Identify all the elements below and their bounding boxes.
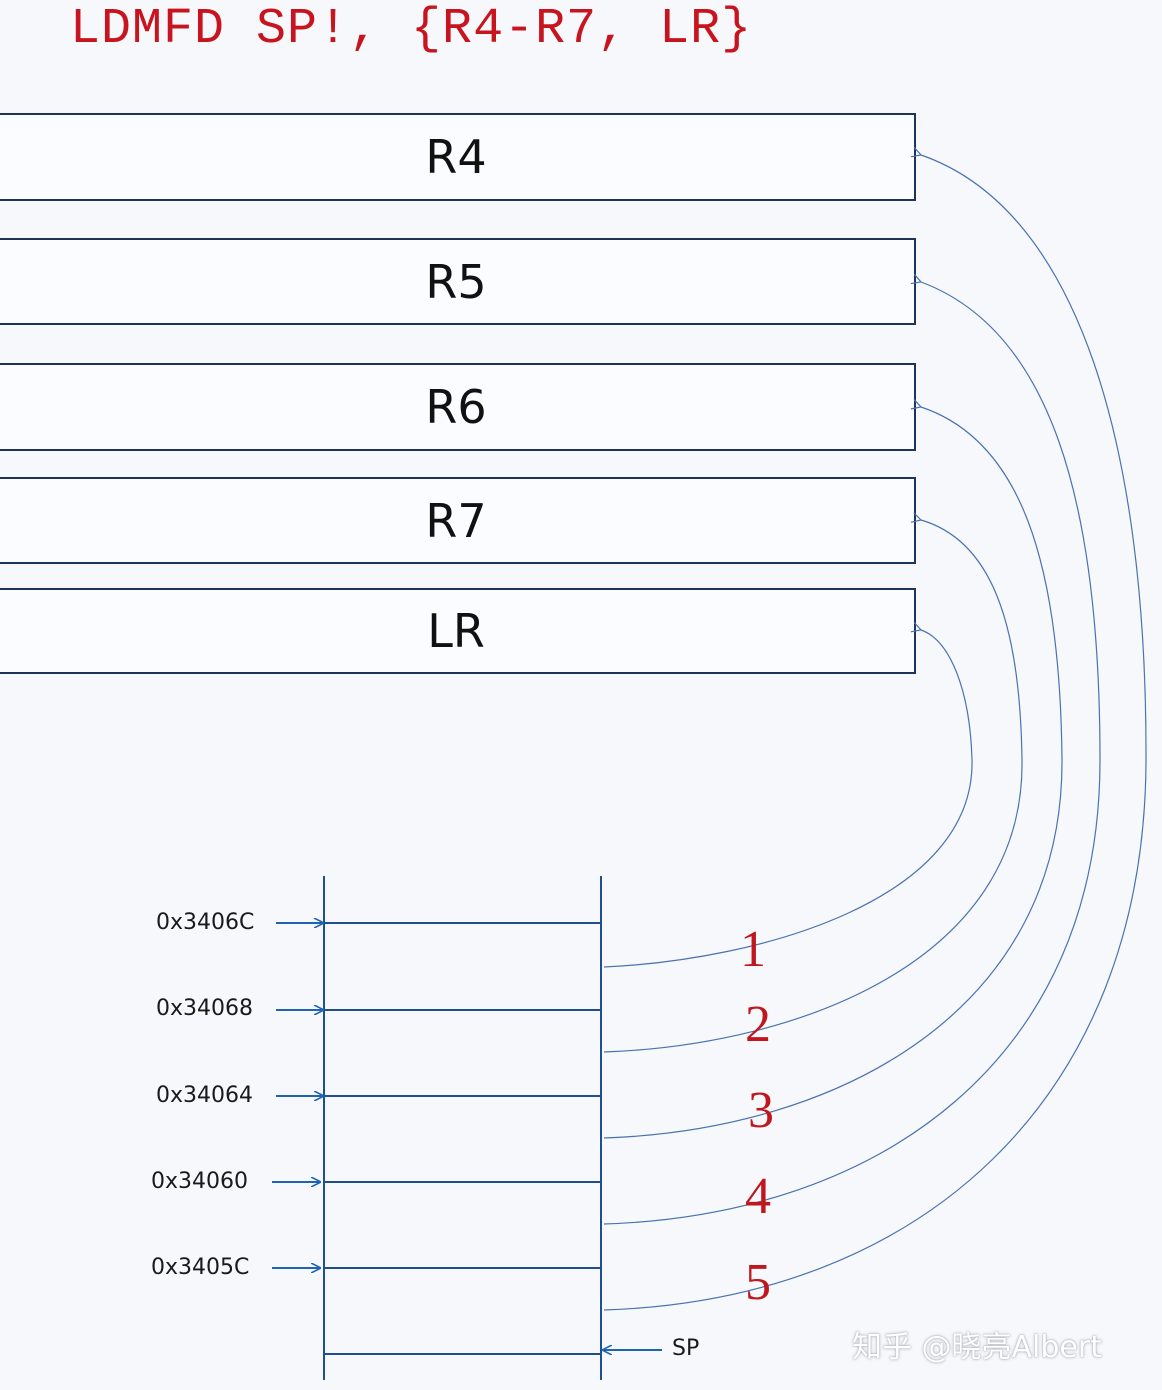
register-label: R7 — [425, 493, 487, 548]
pop-order-number: 1 — [740, 921, 766, 978]
pop-curve-r4 — [603, 155, 1147, 1311]
pop-curve-r5 — [603, 282, 1101, 1225]
register-label: LR — [427, 604, 485, 658]
pop-curve-lr — [603, 630, 973, 968]
register-box-r7: R7 — [0, 477, 916, 564]
register-label: R5 — [425, 254, 487, 309]
register-label: R4 — [425, 130, 487, 184]
pop-order-number: 4 — [745, 1168, 771, 1225]
watermark: 知乎 @晓亮Albert — [852, 1330, 1102, 1365]
sp-label: SP — [672, 1336, 700, 1361]
register-box-lr: LR — [0, 588, 916, 674]
instruction-title: LDMFD SP!, {R4-R7, LR} — [70, 1, 753, 58]
register-label: R6 — [425, 380, 487, 434]
address-label: 0x34060 — [151, 1169, 249, 1194]
pop-order-number: 2 — [745, 996, 771, 1053]
address-label: 0x34064 — [156, 1083, 254, 1108]
register-box-r5: R5 — [0, 238, 916, 325]
pop-curve-r7 — [603, 520, 1023, 1053]
address-label: 0x34068 — [156, 996, 254, 1021]
pop-order-number: 5 — [745, 1254, 771, 1311]
register-box-r6: R6 — [0, 363, 916, 451]
pop-curve-r6 — [603, 407, 1063, 1139]
pop-order-number: 3 — [748, 1082, 774, 1139]
address-label: 0x3405C — [151, 1255, 250, 1280]
register-box-r4: R4 — [0, 113, 916, 201]
address-label: 0x3406C — [156, 910, 255, 935]
